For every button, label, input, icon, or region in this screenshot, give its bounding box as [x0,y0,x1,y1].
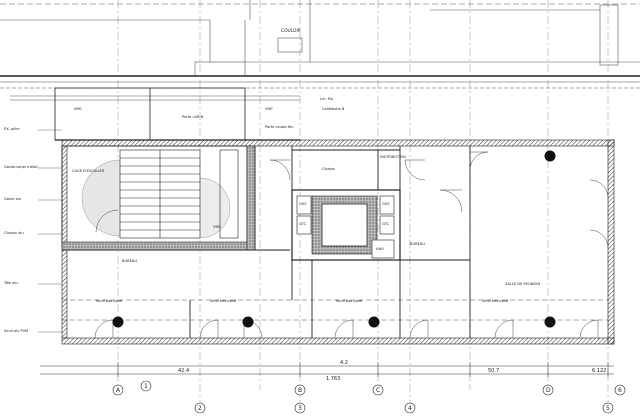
room-cage-escalier: CAGE D'ESCALIER [72,169,105,173]
column [544,150,556,162]
column [112,316,124,328]
door-note-2: Seuil bas pavé [210,299,237,303]
column [544,316,556,328]
left-note: EX. pilier [4,127,21,131]
axis-labels: A B C D 1 2 3 4 5 6 [116,383,622,412]
door-note-4: Seuil bas pavé [482,299,509,303]
stair-treads [119,149,201,239]
room-distribution: DISTRIBUTION [380,155,406,159]
left-note: Gaine alu [4,197,21,201]
left-note: Tôle alu [3,281,18,285]
vmc-label-1: VMC [74,107,83,111]
ghc-label-1: GHC [299,202,307,206]
column [242,316,254,328]
axis-number-6: 6 [618,387,622,394]
axis-number-3: 3 [298,405,302,412]
dimension-2: 50.7 [488,368,499,374]
axis-number-2: 2 [198,405,202,412]
left-note: Seuil alu PVM [4,329,28,333]
axis-markers [112,380,626,414]
room-couloir: COULOIR [281,28,301,34]
left-notes: EX. pilier Garde-corps métal. Gaine alu … [3,127,62,333]
pl-label: Porte LAR N [182,115,204,119]
door-note-3: Seuil bas pavé [336,299,363,303]
axis-letter-b: B [298,387,302,394]
gtc-label-1: GTC [299,222,307,226]
columns [112,150,556,328]
ghc-label-2: GHC [382,202,390,206]
left-note: Cloison alu [4,231,24,235]
lift-core [291,189,401,261]
dimension-3: 6.122 [592,368,606,374]
door-note-1: Seuil bas pavé [96,299,123,303]
vmc-label-2: VMC [265,107,274,111]
cloison-label: Cloison [322,167,335,171]
room-bureau-left: BUREAU [122,259,137,263]
dimension-5: 4.2 [340,360,348,366]
vmc-label-3: VMC [213,225,222,229]
left-note: Garde-corps métal. [4,165,39,169]
axis-number-4: 4 [408,405,412,412]
ahu-label: AHU [376,247,384,251]
room-salle-reunion: SALLE DE REUNION [505,282,540,286]
axis-letter-a: A [116,387,121,394]
axis-number-1: 1 [144,383,148,390]
lm-label: Lm. Mu [320,97,333,101]
gtc-label-2: GTC [382,222,390,226]
room-bureau-right: BUREAU [410,242,425,246]
axis-letter-c: C [376,387,380,394]
cvl-label: Caillebotis B [322,107,345,111]
dimension-4: 1.763 [326,376,340,382]
axis-number-5: 5 [606,405,610,412]
interior-partitions [62,146,608,338]
stair-core [61,145,256,251]
upper-corridor [0,0,640,101]
column [368,316,380,328]
axis-letter-d: D [546,387,551,394]
fvc-label: Porte coupe-feu [265,125,293,129]
dimension-lines [40,362,614,378]
dimension-1: 42.4 [178,368,189,374]
